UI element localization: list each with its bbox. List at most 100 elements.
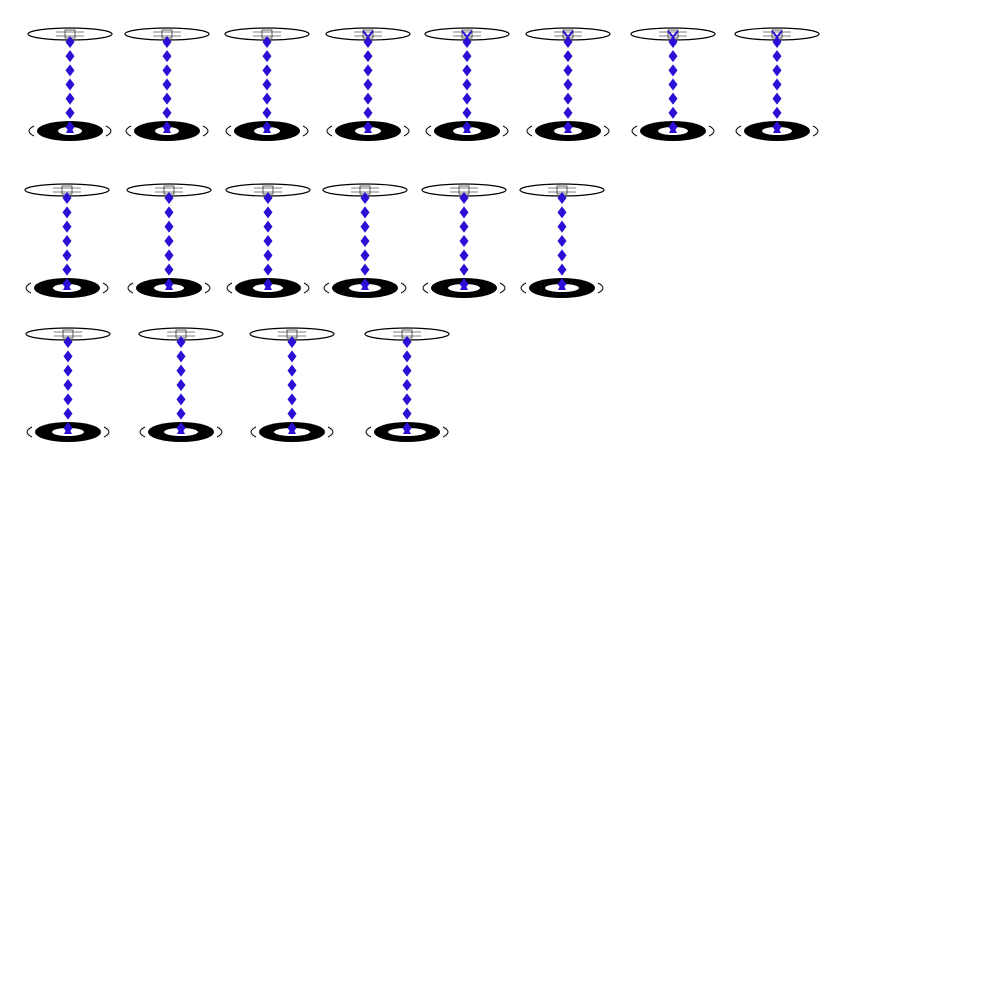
disc-notch [667,30,679,39]
teleporter-beam-icon [322,183,408,298]
beam-segment [263,235,273,247]
beam-dashes-icon [402,336,412,434]
beam-segment [263,192,273,204]
beam-segment [557,220,567,233]
beam-segment [772,78,782,91]
beam-segment [462,106,472,119]
beam-tip [669,125,677,133]
beam-tip [263,125,271,133]
beam-segment [668,78,678,91]
beam-segment [360,263,370,276]
beam-segment [65,92,75,105]
teleporter-beam-icon [630,27,716,141]
beam-tip [558,282,566,290]
pad-ripple-left [125,125,132,137]
beam-tip [264,282,272,290]
pad-ripple-left [326,125,333,137]
beam-segment [563,106,573,119]
beam-segment [262,78,272,91]
beam-segment [402,379,412,391]
beam-segment [63,379,73,391]
beam-segment [164,263,174,276]
beam-segment [63,407,73,420]
teleporter-beam-icon [225,183,311,298]
beam-tip [364,125,372,133]
pad-ripple-left [735,125,742,137]
pad-ripple-right [708,125,715,137]
beam-segment [176,393,186,406]
beam-segment [363,36,373,48]
beam-segment [402,350,412,363]
beam-segment [164,249,174,262]
beam-dashes-icon [363,36,373,133]
beam-segment [62,235,72,247]
pad-ripple-right [499,282,506,294]
beam-segment [363,92,373,105]
beam-segment [263,220,273,233]
teleporter-beam-icon [138,327,224,442]
beam-dashes-icon [62,192,72,290]
beam-segment [360,206,370,219]
beam-segment [459,263,469,276]
beam-segment [668,50,678,63]
beam-segment [563,50,573,63]
pad-ripple-right [327,426,334,438]
beam-dashes-icon [263,192,273,290]
beam-segment [262,92,272,105]
beam-segment [557,192,567,204]
teleporter-beam-icon [124,27,210,141]
beam-segment [62,249,72,262]
beam-segment [162,36,172,48]
beam-segment [668,92,678,105]
beam-tip [66,125,74,133]
pad-ripple-right [302,125,309,137]
beam-segment [459,220,469,233]
beam-segment [557,206,567,219]
beam-segment [164,235,174,247]
teleporter-beam-icon [364,327,450,442]
teleporter-beam-icon [421,183,507,298]
teleporter-beam-icon [519,183,605,298]
pad-ripple-left [422,282,429,294]
pad-ripple-left [323,282,330,294]
beam-segment [164,206,174,219]
pad-ripple-left [225,125,232,137]
beam-segment [360,235,370,247]
beam-segment [668,36,678,48]
pad-ripple-right [603,125,610,137]
beam-tip [403,426,411,434]
beam-dashes-icon [459,192,469,290]
beam-segment [557,235,567,247]
pad-ripple-left [28,125,35,137]
beam-segment [459,249,469,262]
beam-dashes-icon [557,192,567,290]
beam-segment [772,106,782,119]
beam-segment [263,249,273,262]
beam-segment [262,106,272,119]
beam-segment [164,220,174,233]
pad-ripple-right [202,125,209,137]
pad-ripple-left [365,426,372,438]
beam-segment [63,364,73,377]
beam-segment [262,50,272,63]
beam-segment [63,393,73,406]
beam-dashes-icon [563,36,573,133]
pad-ripple-left [127,282,134,294]
beam-tip [63,282,71,290]
beam-segment [402,336,412,348]
beam-segment [402,407,412,420]
beam-segment [162,78,172,91]
beam-tip [177,426,185,434]
pad-ripple-left [226,282,233,294]
teleporter-beam-icon [525,27,611,141]
frames [24,27,820,442]
pad-ripple-left [26,426,33,438]
pad-ripple-left [425,125,432,137]
teleporter-beam-icon [25,327,111,442]
pad-ripple-right [597,282,604,294]
pad-ripple-right [103,426,110,438]
beam-segment [287,393,297,406]
beam-segment [263,263,273,276]
pad-ripple-left [250,426,257,438]
